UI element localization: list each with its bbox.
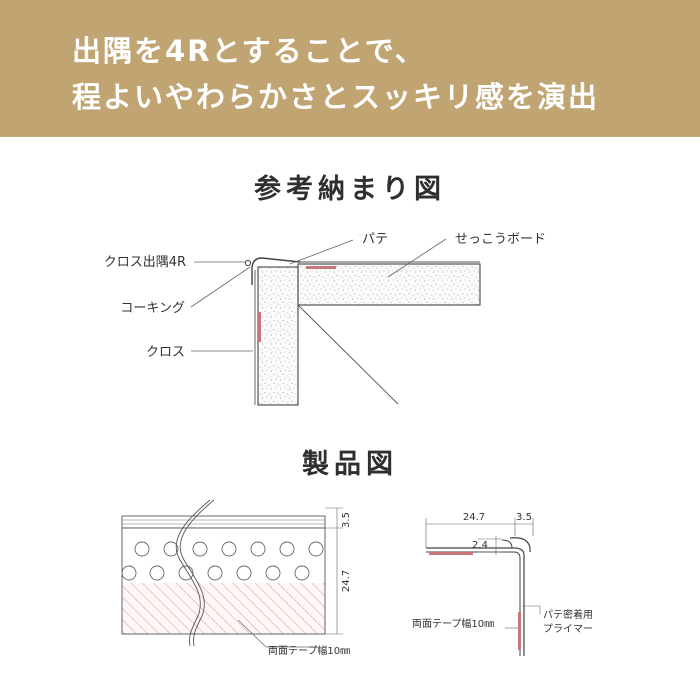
gypsum-board-horizontal <box>297 263 481 306</box>
dim-top-thickness: 3.5 <box>341 512 352 528</box>
dim-profile-thickness: 2.4 <box>472 540 488 551</box>
label-primer-line-2: プライマー <box>543 623 593 635</box>
headline-line-1: 出隅を4Rとすることで、 <box>72 34 426 68</box>
label-caulking: コーキング <box>120 301 185 316</box>
label-tape-width-left: 両面テープ幅10㎜ <box>268 644 350 657</box>
tape-strip-horizontal <box>429 552 473 555</box>
header-banner: 出隅を4Rとすることで、 程よいやわらかさとスッキリ感を演出 <box>0 0 700 137</box>
perforation-circles <box>122 541 324 581</box>
double-sided-tape-area <box>122 583 325 634</box>
dim-side-length: 24.7 <box>341 570 352 592</box>
label-tape-width-right: 両面テープ幅10㎜ <box>412 617 494 630</box>
product-section-drawing: 3.5 24.7 両面テープ幅10㎜ <box>121 499 352 657</box>
label-putty: パテ <box>362 232 388 247</box>
corner-profile <box>251 257 301 270</box>
label-primer-line-1: パテ密着用 <box>543 608 593 621</box>
putty-strip-vertical <box>258 312 261 342</box>
section-title-product: 製品図 <box>302 449 398 480</box>
label-cross: クロス <box>146 345 185 360</box>
product-profile-drawing: 24.7 3.5 2.4 両面テープ幅10㎜ パテ密着用 プライマー <box>412 512 593 656</box>
tape-strip-vertical <box>518 612 521 650</box>
label-gypsum-board: せっこうボード <box>455 232 546 247</box>
section-title-reference: 参考納まり図 <box>254 174 446 205</box>
gypsum-board-vertical <box>257 266 299 406</box>
label-cross-corner: クロス出隅4R <box>104 255 186 270</box>
installation-diagram: クロス出隅4R コーキング クロス パテ せっこうボード <box>104 232 546 406</box>
dim-profile-width: 24.7 <box>463 512 485 523</box>
putty-strip-horizontal <box>306 266 336 269</box>
dim-profile-lip: 3.5 <box>516 512 532 523</box>
headline-line-2: 程よいやわらかさとスッキリ感を演出 <box>72 80 600 114</box>
